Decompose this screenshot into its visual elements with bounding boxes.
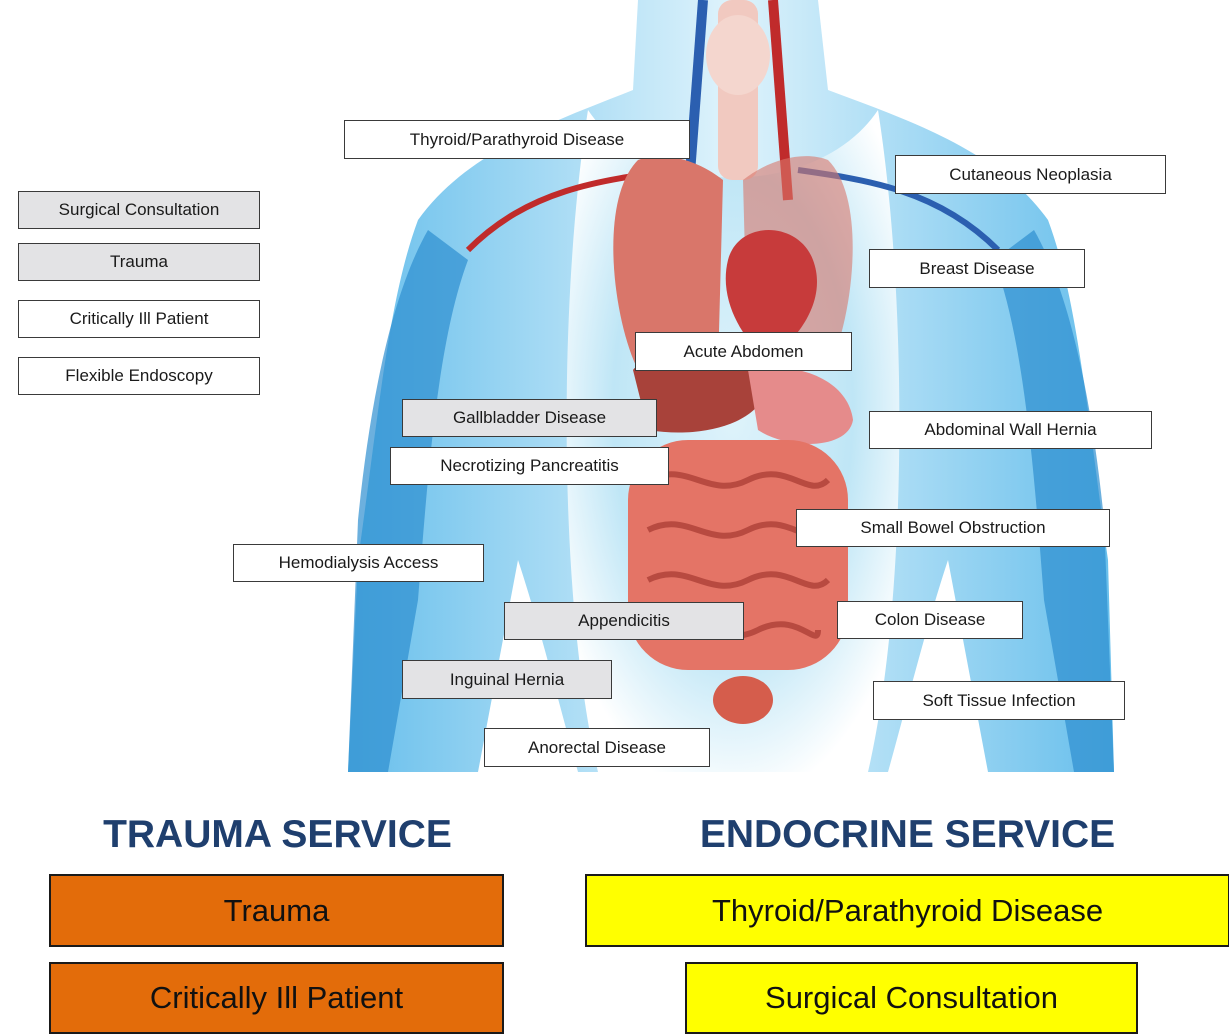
label-text: Acute Abdomen: [683, 342, 803, 362]
label-text: Cutaneous Neoplasia: [949, 165, 1112, 185]
label-text: Breast Disease: [919, 259, 1034, 279]
label-text: Anorectal Disease: [528, 738, 666, 758]
left-label-flexible-endoscopy[interactable]: Flexible Endoscopy: [18, 357, 260, 395]
label-text: Soft Tissue Infection: [922, 691, 1075, 711]
label-abdominal-wall-hernia[interactable]: Abdominal Wall Hernia: [869, 411, 1152, 449]
label-text: Abdominal Wall Hernia: [924, 420, 1096, 440]
label-hemodialysis-access[interactable]: Hemodialysis Access: [233, 544, 484, 582]
label-text: Inguinal Hernia: [450, 670, 564, 690]
trauma-service-item-trauma[interactable]: Trauma: [49, 874, 504, 947]
service-item-text: Thyroid/Parathyroid Disease: [712, 893, 1103, 929]
label-text: Trauma: [110, 252, 168, 272]
label-text: Hemodialysis Access: [279, 553, 439, 573]
label-necrotizing-pancreatitis[interactable]: Necrotizing Pancreatitis: [390, 447, 669, 485]
service-item-text: Critically Ill Patient: [150, 980, 403, 1016]
label-text: Gallbladder Disease: [453, 408, 606, 428]
label-text: Flexible Endoscopy: [65, 366, 212, 386]
label-cutaneous-neoplasia[interactable]: Cutaneous Neoplasia: [895, 155, 1166, 194]
label-text: Thyroid/Parathyroid Disease: [410, 130, 624, 150]
endocrine-service-item-surgical-consultation[interactable]: Surgical Consultation: [685, 962, 1138, 1034]
label-soft-tissue-infection[interactable]: Soft Tissue Infection: [873, 681, 1125, 720]
label-text: Colon Disease: [875, 610, 986, 630]
label-inguinal-hernia[interactable]: Inguinal Hernia: [402, 660, 612, 699]
label-gallbladder-disease[interactable]: Gallbladder Disease: [402, 399, 657, 437]
service-item-text: Surgical Consultation: [765, 980, 1058, 1016]
label-text: Necrotizing Pancreatitis: [440, 456, 619, 476]
anatomy-illustration: [348, 0, 1114, 772]
endocrine-service-item-thyroid[interactable]: Thyroid/Parathyroid Disease: [585, 874, 1229, 947]
service-item-text: Trauma: [224, 893, 330, 929]
label-breast-disease[interactable]: Breast Disease: [869, 249, 1085, 288]
endocrine-service-title: ENDOCRINE SERVICE: [585, 813, 1229, 857]
label-anorectal-disease[interactable]: Anorectal Disease: [484, 728, 710, 767]
left-label-critically-ill-patient[interactable]: Critically Ill Patient: [18, 300, 260, 338]
label-appendicitis[interactable]: Appendicitis: [504, 602, 744, 640]
trauma-service-title: TRAUMA SERVICE: [50, 813, 505, 857]
label-text: Critically Ill Patient: [70, 309, 209, 329]
trauma-service-item-critically-ill-patient[interactable]: Critically Ill Patient: [49, 962, 504, 1034]
left-label-surgical-consultation[interactable]: Surgical Consultation: [18, 191, 260, 229]
label-colon-disease[interactable]: Colon Disease: [837, 601, 1023, 639]
label-text: Surgical Consultation: [59, 200, 220, 220]
label-thyroid-parathyroid-disease[interactable]: Thyroid/Parathyroid Disease: [344, 120, 690, 159]
label-small-bowel-obstruction[interactable]: Small Bowel Obstruction: [796, 509, 1110, 547]
label-text: Appendicitis: [578, 611, 670, 631]
label-text: Small Bowel Obstruction: [860, 518, 1045, 538]
label-acute-abdomen[interactable]: Acute Abdomen: [635, 332, 852, 371]
left-label-trauma[interactable]: Trauma: [18, 243, 260, 281]
